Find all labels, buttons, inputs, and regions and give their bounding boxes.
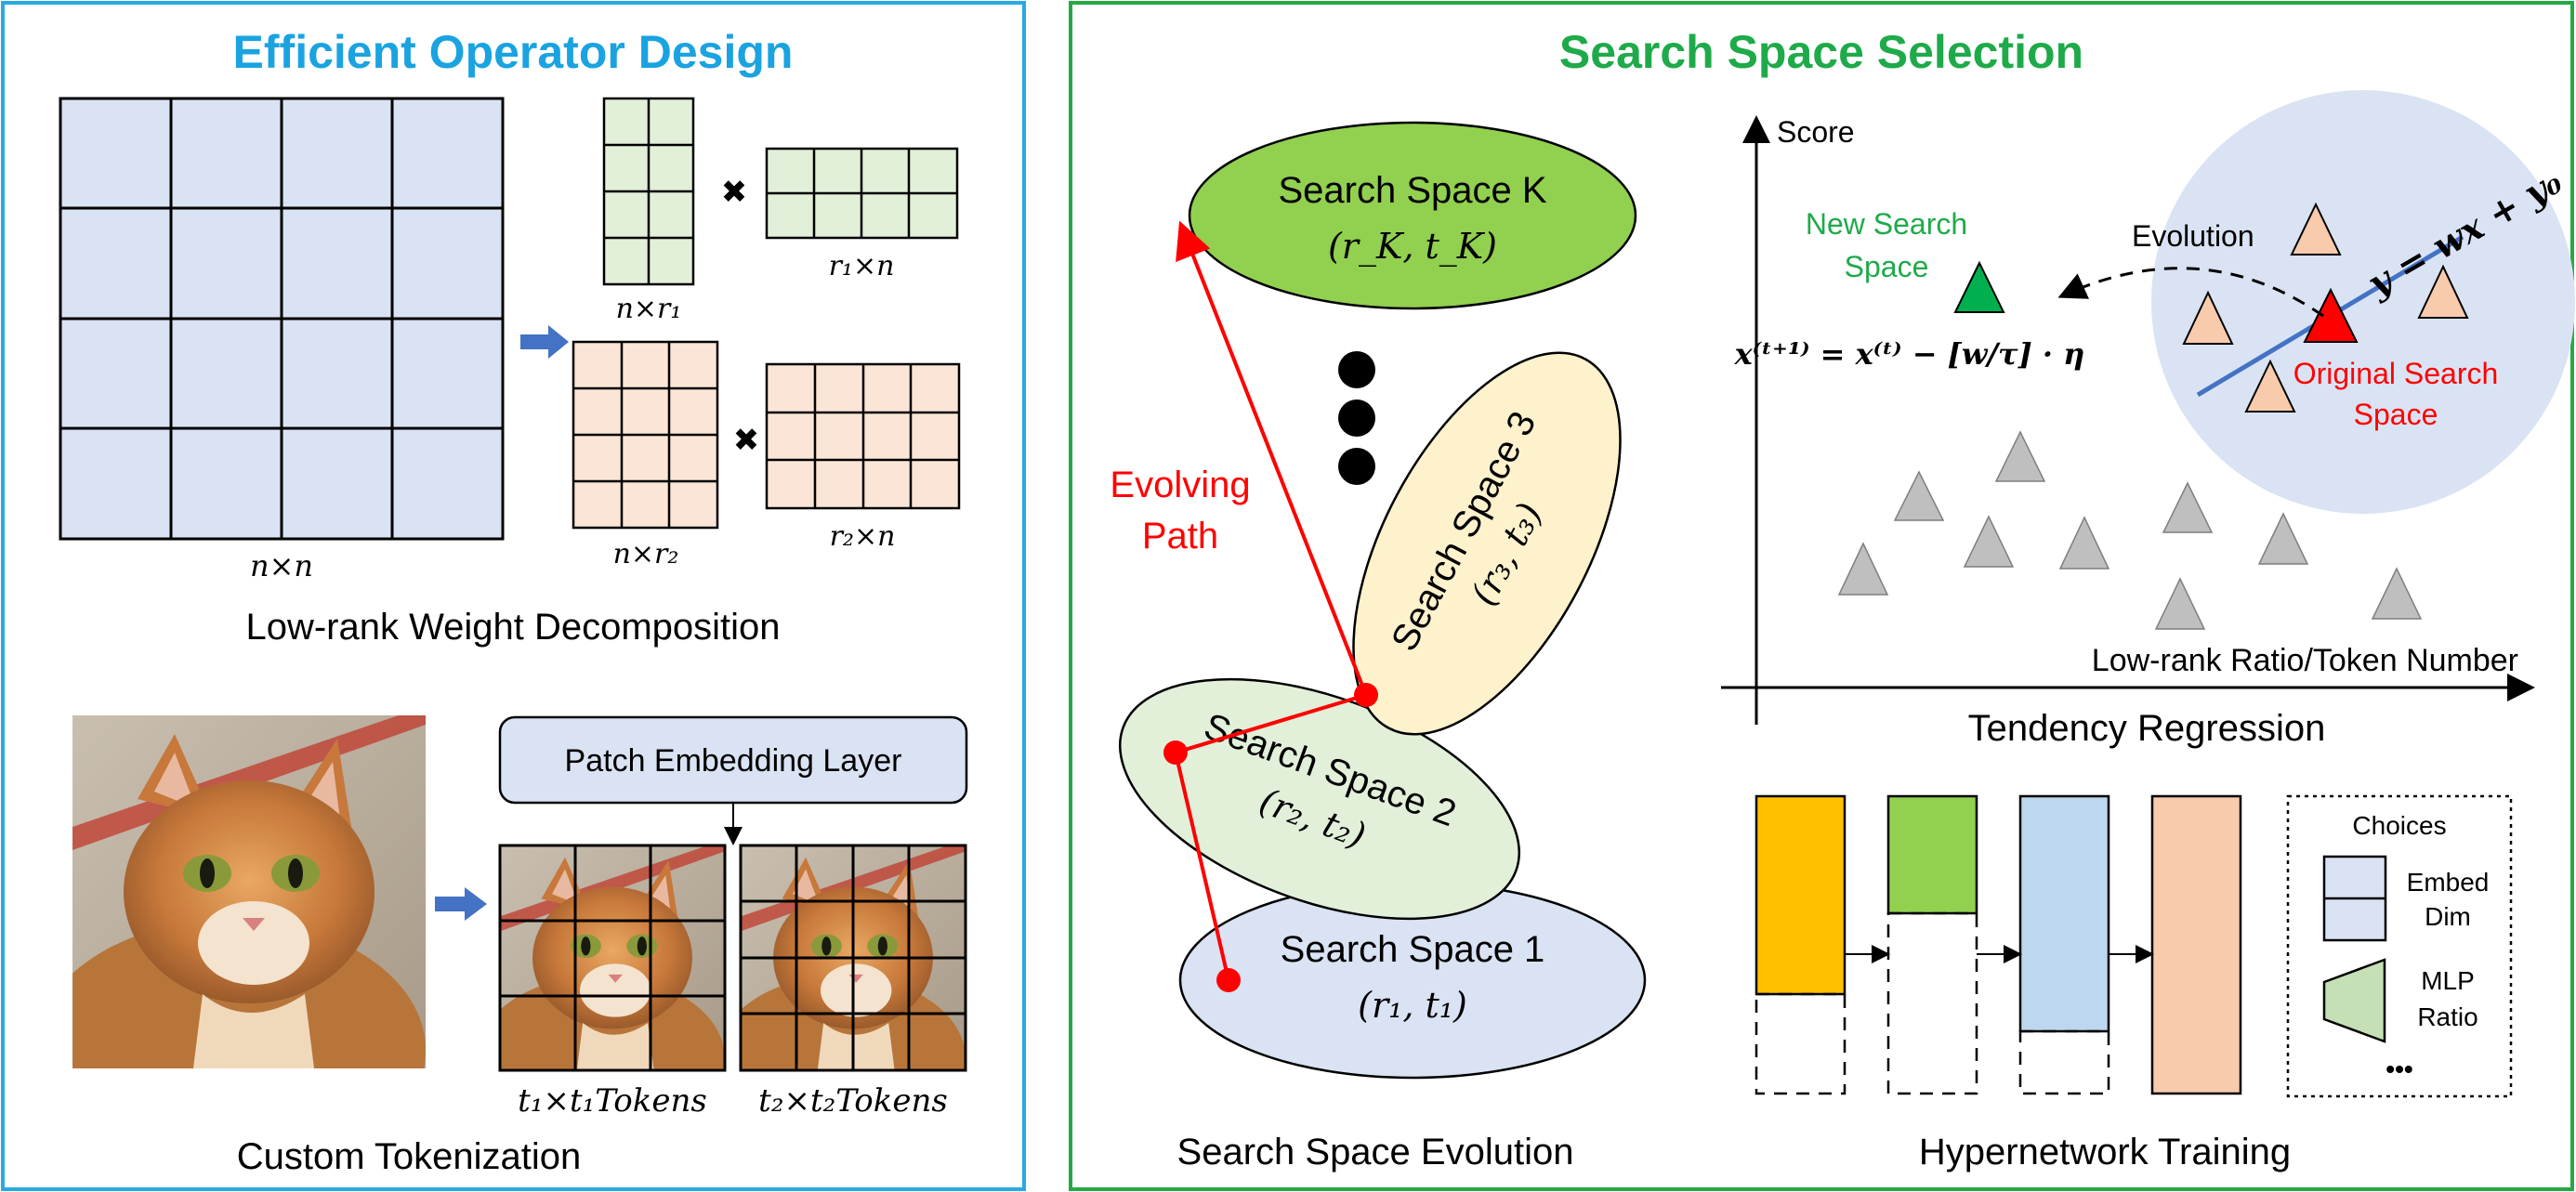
big-matrix-label: n×n [250,548,313,583]
decompose-arrow [520,325,569,359]
evolution-arrow [2057,267,2324,318]
original-space-circle [2151,90,2575,514]
block-orange [1755,794,1847,996]
candidate-triangle [1994,430,2046,482]
v2-label: r₂×n [830,520,896,553]
x-axis-label: Low-rank Ratio/Token Number [2092,643,2518,678]
candidate-triangle [2058,516,2110,570]
candidate-triangle [1837,542,1889,596]
right-panel-title: Search Space Selection [1559,26,2083,78]
evolving-path [1163,220,1378,992]
peach-triangles [2182,202,2469,413]
candidate-triangle [2162,481,2214,533]
ellipsis-dot-3 [1338,448,1375,485]
tokenized-image-4x4 [739,844,967,1072]
big-weight-matrix [59,97,505,541]
original-space-label-2: Space [2354,398,2438,431]
neighbor-triangle [2244,359,2296,413]
neighbor-triangle [2290,202,2342,255]
evolving-path-label-1: Evolving [1110,465,1250,505]
hypernetwork-caption: Hypernetwork Training [1919,1132,2291,1172]
original-space-triangle [2303,287,2359,343]
block-green-inactive [1886,911,1978,1095]
tokens2-label: t₂×t₂Tokens [758,1082,948,1120]
candidate-triangle [2257,512,2309,565]
candidate-triangle [2154,577,2206,630]
v1-label: r₁×n [829,250,895,282]
new-space-label-2: Space [1845,250,1929,283]
mlp-ratio-icon [2322,958,2386,1043]
v1-matrix [765,147,959,240]
block-orange-inactive [1755,992,1847,1095]
ellipsis-dot-1 [1338,351,1375,388]
new-space-triangle [1953,260,2005,313]
evolving-path-label-2: Path [1142,516,1218,557]
evolution-caption: Search Space Evolution [1177,1132,1574,1172]
u2-matrix [572,340,719,530]
tokenized-image-3x3 [498,844,727,1072]
search-space-1-name: Search Space 1 [1281,929,1545,970]
neighbor-triangle [2182,290,2234,345]
candidate-triangle [1893,470,1945,521]
search-space-3-ellipse [1352,351,1622,736]
candidate-triangle [2371,567,2423,620]
embed-label-1: Embed [2407,868,2490,897]
v2-matrix [765,362,961,510]
more-choices-ellipsis: ••• [2385,1054,2412,1083]
search-space-k-name: Search Space K [1278,170,1546,211]
u2-label: n×r₂ [613,538,679,570]
search-space-1-params: (r₁, t₁) [1358,985,1467,1026]
evolution-label: Evolution [2132,219,2254,253]
mlp-label-2: Ratio [2417,1002,2477,1031]
new-space-label-1: New Search [1806,207,1967,241]
tokenize-arrow [435,887,487,921]
original-space-label-1: Original Search [2293,357,2499,390]
block-blue [2018,794,2110,1033]
hypernetwork-diagram [1755,794,2242,1095]
block-green [1886,794,1978,915]
choices-title: Choices [2352,811,2446,840]
block-peach [2150,794,2242,1095]
gray-candidate-triangles [1837,430,2423,630]
search-space-k-ellipse [1188,121,1637,310]
mlp-label-1: MLP [2421,966,2475,995]
candidate-triangle [1963,515,2015,568]
multiply-icon-2: ✖ [733,423,760,458]
left-panel-title: Efficient Operator Design [233,26,794,78]
u1-label: n×r₁ [616,293,682,325]
neighbor-triangle [2417,264,2469,319]
choices-legend [2286,794,2513,1098]
search-space-k-params: (r_K, t_K) [1328,226,1497,268]
tokenization-caption: Custom Tokenization [237,1136,582,1177]
u1-matrix [602,97,695,286]
regression-caption: Tendency Regression [1968,708,2326,749]
y-axis-label: Score [1777,115,1855,149]
embed-label-2: Dim [2425,902,2471,931]
multiply-icon-1: ✖ [721,175,748,210]
patch-embedding-layer-label: Patch Embedding Layer [565,743,902,779]
tokens1-label: t₁×t₁Tokens [518,1082,707,1120]
ellipsis-dot-2 [1338,400,1375,437]
weight-decomposition-caption: Low-rank Weight Decomposition [245,607,780,648]
block-blue-inactive [2018,1029,2110,1095]
update-equation: x⁽ᵗ⁺¹⁾ = x⁽ᵗ⁾ − [w/τ] · η [1734,336,2085,372]
